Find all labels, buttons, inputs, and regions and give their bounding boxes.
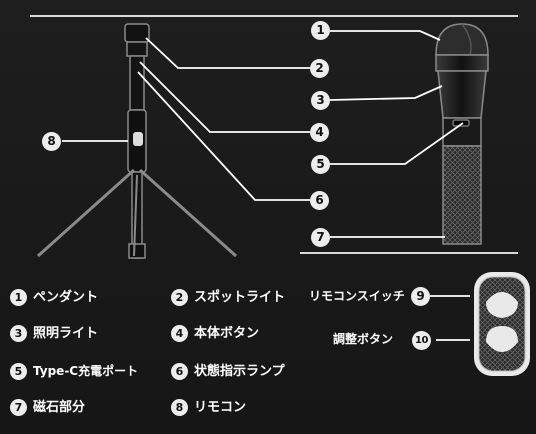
legend-badge-7: 7 bbox=[10, 399, 27, 416]
callout-1: 1 bbox=[311, 21, 330, 40]
callout-5: 5 bbox=[311, 155, 330, 174]
callout-9: 9 bbox=[411, 287, 430, 306]
adjust-button-label: 調整ボタン bbox=[333, 332, 394, 346]
legend-label-8: リモコン bbox=[194, 400, 247, 415]
light-device bbox=[435, 23, 489, 245]
legend-label-1: ペンダント bbox=[33, 290, 99, 305]
legend-badge-4: 4 bbox=[171, 325, 188, 342]
legend-badge-8: 8 bbox=[171, 399, 188, 416]
callout-7: 7 bbox=[311, 228, 330, 247]
top-divider bbox=[30, 15, 518, 17]
legend-badge-1: 1 bbox=[10, 289, 27, 306]
legend-label-4: 本体ボタン bbox=[194, 326, 260, 341]
legend-badge-5: 5 bbox=[10, 363, 27, 380]
legend-label-5: Type-C充電ポート bbox=[33, 364, 139, 378]
legend-badge-2: 2 bbox=[171, 289, 188, 306]
callout-2: 2 bbox=[310, 59, 329, 78]
legend-label-3: 照明ライト bbox=[33, 326, 99, 341]
legend-label-7: 磁石部分 bbox=[33, 400, 86, 415]
callout-4: 4 bbox=[310, 123, 329, 142]
callout-3: 3 bbox=[311, 91, 330, 110]
remote-drawing bbox=[474, 272, 530, 376]
tripod-stick bbox=[36, 23, 238, 259]
legend-label-6: 状態指示ランプ bbox=[194, 364, 285, 379]
callout-10: 10 bbox=[412, 331, 431, 350]
legend-badge-3: 3 bbox=[10, 325, 27, 342]
callout-8: 8 bbox=[42, 132, 61, 151]
legend-badge-6: 6 bbox=[171, 363, 188, 380]
legend-label-2: スポットライト bbox=[194, 290, 286, 305]
callout-6: 6 bbox=[310, 191, 329, 210]
middle-divider bbox=[300, 252, 518, 254]
remote-switch-label: リモコンスイッチ bbox=[309, 289, 405, 303]
